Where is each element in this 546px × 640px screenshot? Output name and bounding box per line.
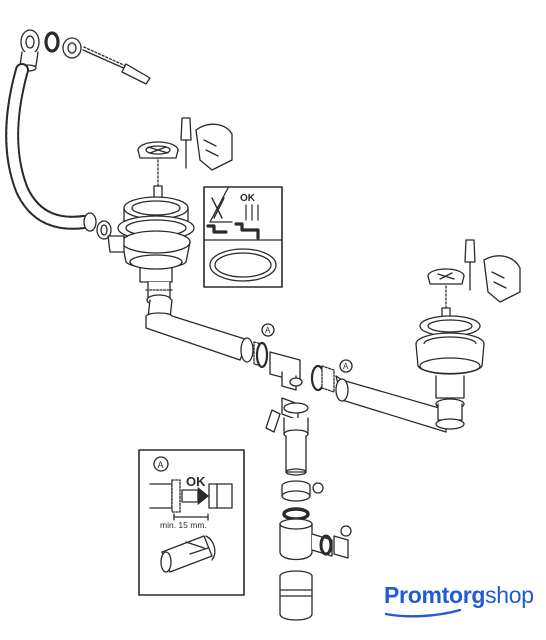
right-screwdriver-icon bbox=[464, 239, 521, 303]
callout-a-2 bbox=[339, 359, 353, 373]
bottle-cup bbox=[279, 570, 313, 621]
callout-a-4 bbox=[340, 525, 352, 537]
centre-branch-fitting bbox=[265, 397, 309, 439]
right-strainer-body bbox=[415, 315, 485, 430]
inset-callout-label: A bbox=[158, 460, 164, 470]
left-tailpiece bbox=[145, 281, 173, 319]
brand-underline-swoosh bbox=[384, 608, 462, 618]
overflow-screw bbox=[82, 46, 151, 85]
inset-pipe-joint bbox=[149, 479, 233, 521]
centre-t-piece bbox=[253, 341, 335, 393]
gasket-inset bbox=[203, 186, 283, 288]
vertical-down-pipe bbox=[285, 435, 307, 476]
ok-label-inset: OK bbox=[186, 474, 206, 489]
callout-a-1 bbox=[261, 323, 275, 337]
left-connecting-pipe bbox=[145, 312, 254, 363]
callout-a-2-label: A bbox=[343, 362, 349, 371]
left-strainer-plug bbox=[137, 141, 179, 159]
callout-a-3 bbox=[312, 482, 324, 494]
left-screwdriver-icon bbox=[180, 117, 233, 171]
overflow-o-ring bbox=[44, 31, 60, 53]
bottle-trap bbox=[279, 518, 349, 561]
ok-label-top: OK bbox=[240, 193, 256, 204]
right-strainer-plug bbox=[427, 268, 465, 285]
overflow-cover bbox=[62, 37, 82, 59]
min-dimension-label: min. 15 mm. bbox=[160, 520, 207, 530]
overflow-hose bbox=[5, 63, 91, 230]
right-strainer-screw bbox=[441, 285, 451, 321]
brand-part1: Promtorg bbox=[384, 582, 486, 608]
left-strainer-body bbox=[107, 196, 195, 283]
inset-cut-pipe bbox=[160, 535, 216, 573]
overflow-fitting bbox=[19, 29, 40, 72]
brand-part2: shop bbox=[485, 582, 534, 608]
trap-o-ring bbox=[282, 507, 310, 521]
hose-nut bbox=[83, 212, 112, 240]
right-connecting-pipe bbox=[335, 375, 447, 433]
trap-nut bbox=[281, 480, 311, 502]
brand-logo: Promtorgshop bbox=[384, 582, 534, 609]
left-strainer-screw bbox=[153, 159, 163, 199]
connection-detail-inset bbox=[138, 449, 245, 596]
callout-a-1-label: A bbox=[265, 326, 271, 335]
